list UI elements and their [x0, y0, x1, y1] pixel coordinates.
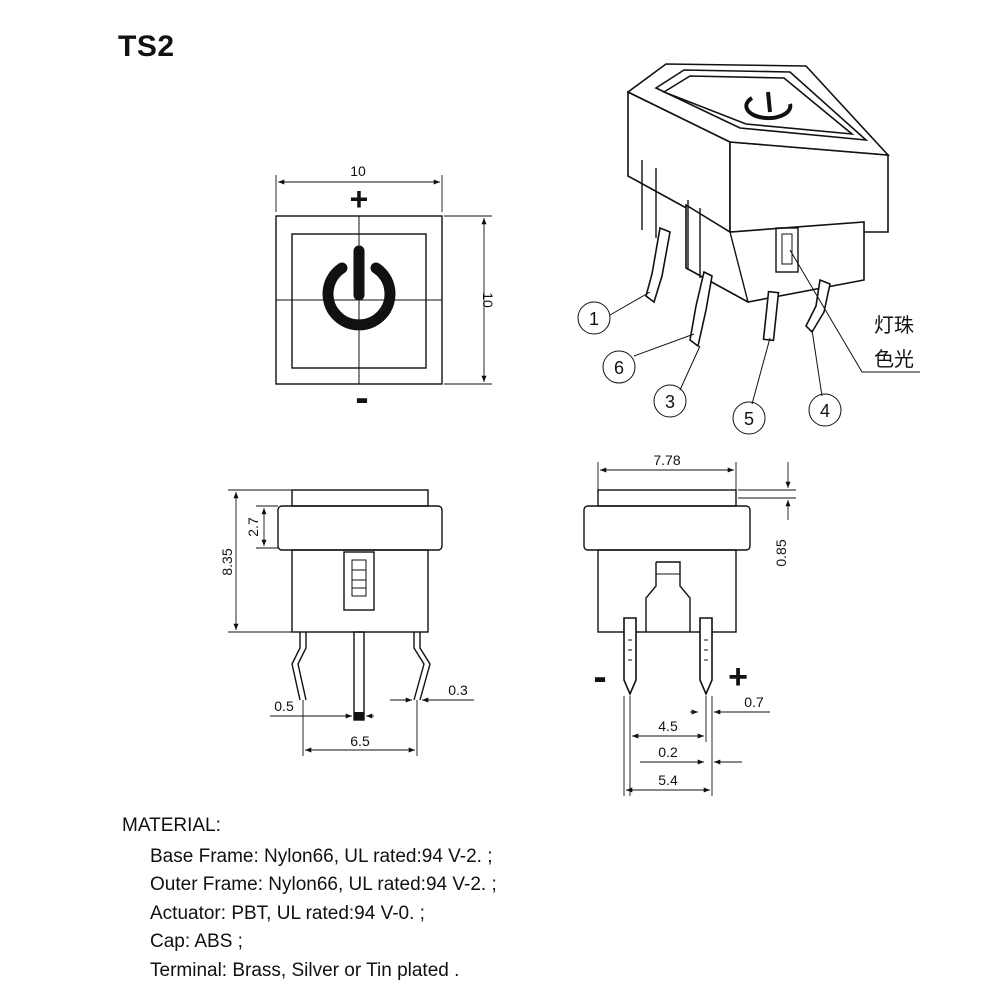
side-dim-cap-height: 2.7: [245, 517, 261, 537]
side-view: 8.35 2.7 0.5 0.3 6.5: [219, 489, 474, 756]
rear-view: 7.78 0.85 - + 0.7 4.5: [583, 452, 796, 796]
rear-dim-pin-span: 4.5: [658, 718, 678, 734]
led-callout-line2: 色光: [874, 348, 914, 371]
rear-dim-pin-width: 0.7: [744, 694, 764, 710]
front-view: 10 10 + -: [275, 163, 496, 420]
power-icon: [322, 245, 396, 331]
led-callout-line1: 灯珠: [874, 314, 914, 337]
material-item-base-frame: Base Frame: Nylon66, UL rated:94 V-2. ;: [150, 845, 493, 867]
side-dim-lead-right: 0.3: [448, 682, 468, 698]
rear-dim-step: 0.85: [773, 539, 789, 566]
pin-label-1: 1: [589, 309, 599, 329]
material-item-cap: Cap: ABS ;: [150, 931, 243, 952]
pin-label-6: 6: [614, 358, 624, 378]
pin-label-5: 5: [744, 409, 754, 429]
isometric-view: 1 6 3 5 4 灯珠 色光: [577, 63, 920, 435]
front-dim-width: 10: [350, 163, 366, 179]
material-block: MATERIAL: Base Frame: Nylon66, UL rated:…: [122, 812, 497, 985]
pin-label-4: 4: [820, 401, 830, 421]
rear-dim-pin-offset: 0.2: [658, 744, 678, 760]
rear-plus-mark: +: [728, 658, 748, 696]
side-dim-pitch: 6.5: [350, 733, 370, 749]
material-list: Base Frame: Nylon66, UL rated:94 V-2. ; …: [150, 843, 497, 986]
iso-power-icon: [744, 91, 793, 121]
rear-dim-cap-width: 7.78: [653, 452, 680, 468]
side-dim-lead-left: 0.5: [274, 698, 294, 714]
rear-dim-outer-span: 5.4: [658, 772, 678, 788]
material-item-outer-frame: Outer Frame: Nylon66, UL rated:94 V-2. ;: [150, 874, 497, 895]
material-heading: MATERIAL:: [122, 815, 221, 836]
front-plus-mark: +: [350, 181, 369, 217]
part-title: TS2: [118, 30, 175, 63]
material-item-actuator: Actuator: PBT, UL rated:94 V-0. ;: [150, 902, 425, 924]
front-minus-mark: -: [355, 376, 368, 420]
material-item-terminal: Terminal: Brass, Silver or Tin plated .: [150, 959, 460, 981]
pin-label-3: 3: [665, 392, 675, 412]
side-dim-total-height: 8.35: [219, 548, 235, 575]
rear-minus-mark: -: [593, 655, 606, 699]
front-dim-height: 10: [480, 292, 496, 308]
